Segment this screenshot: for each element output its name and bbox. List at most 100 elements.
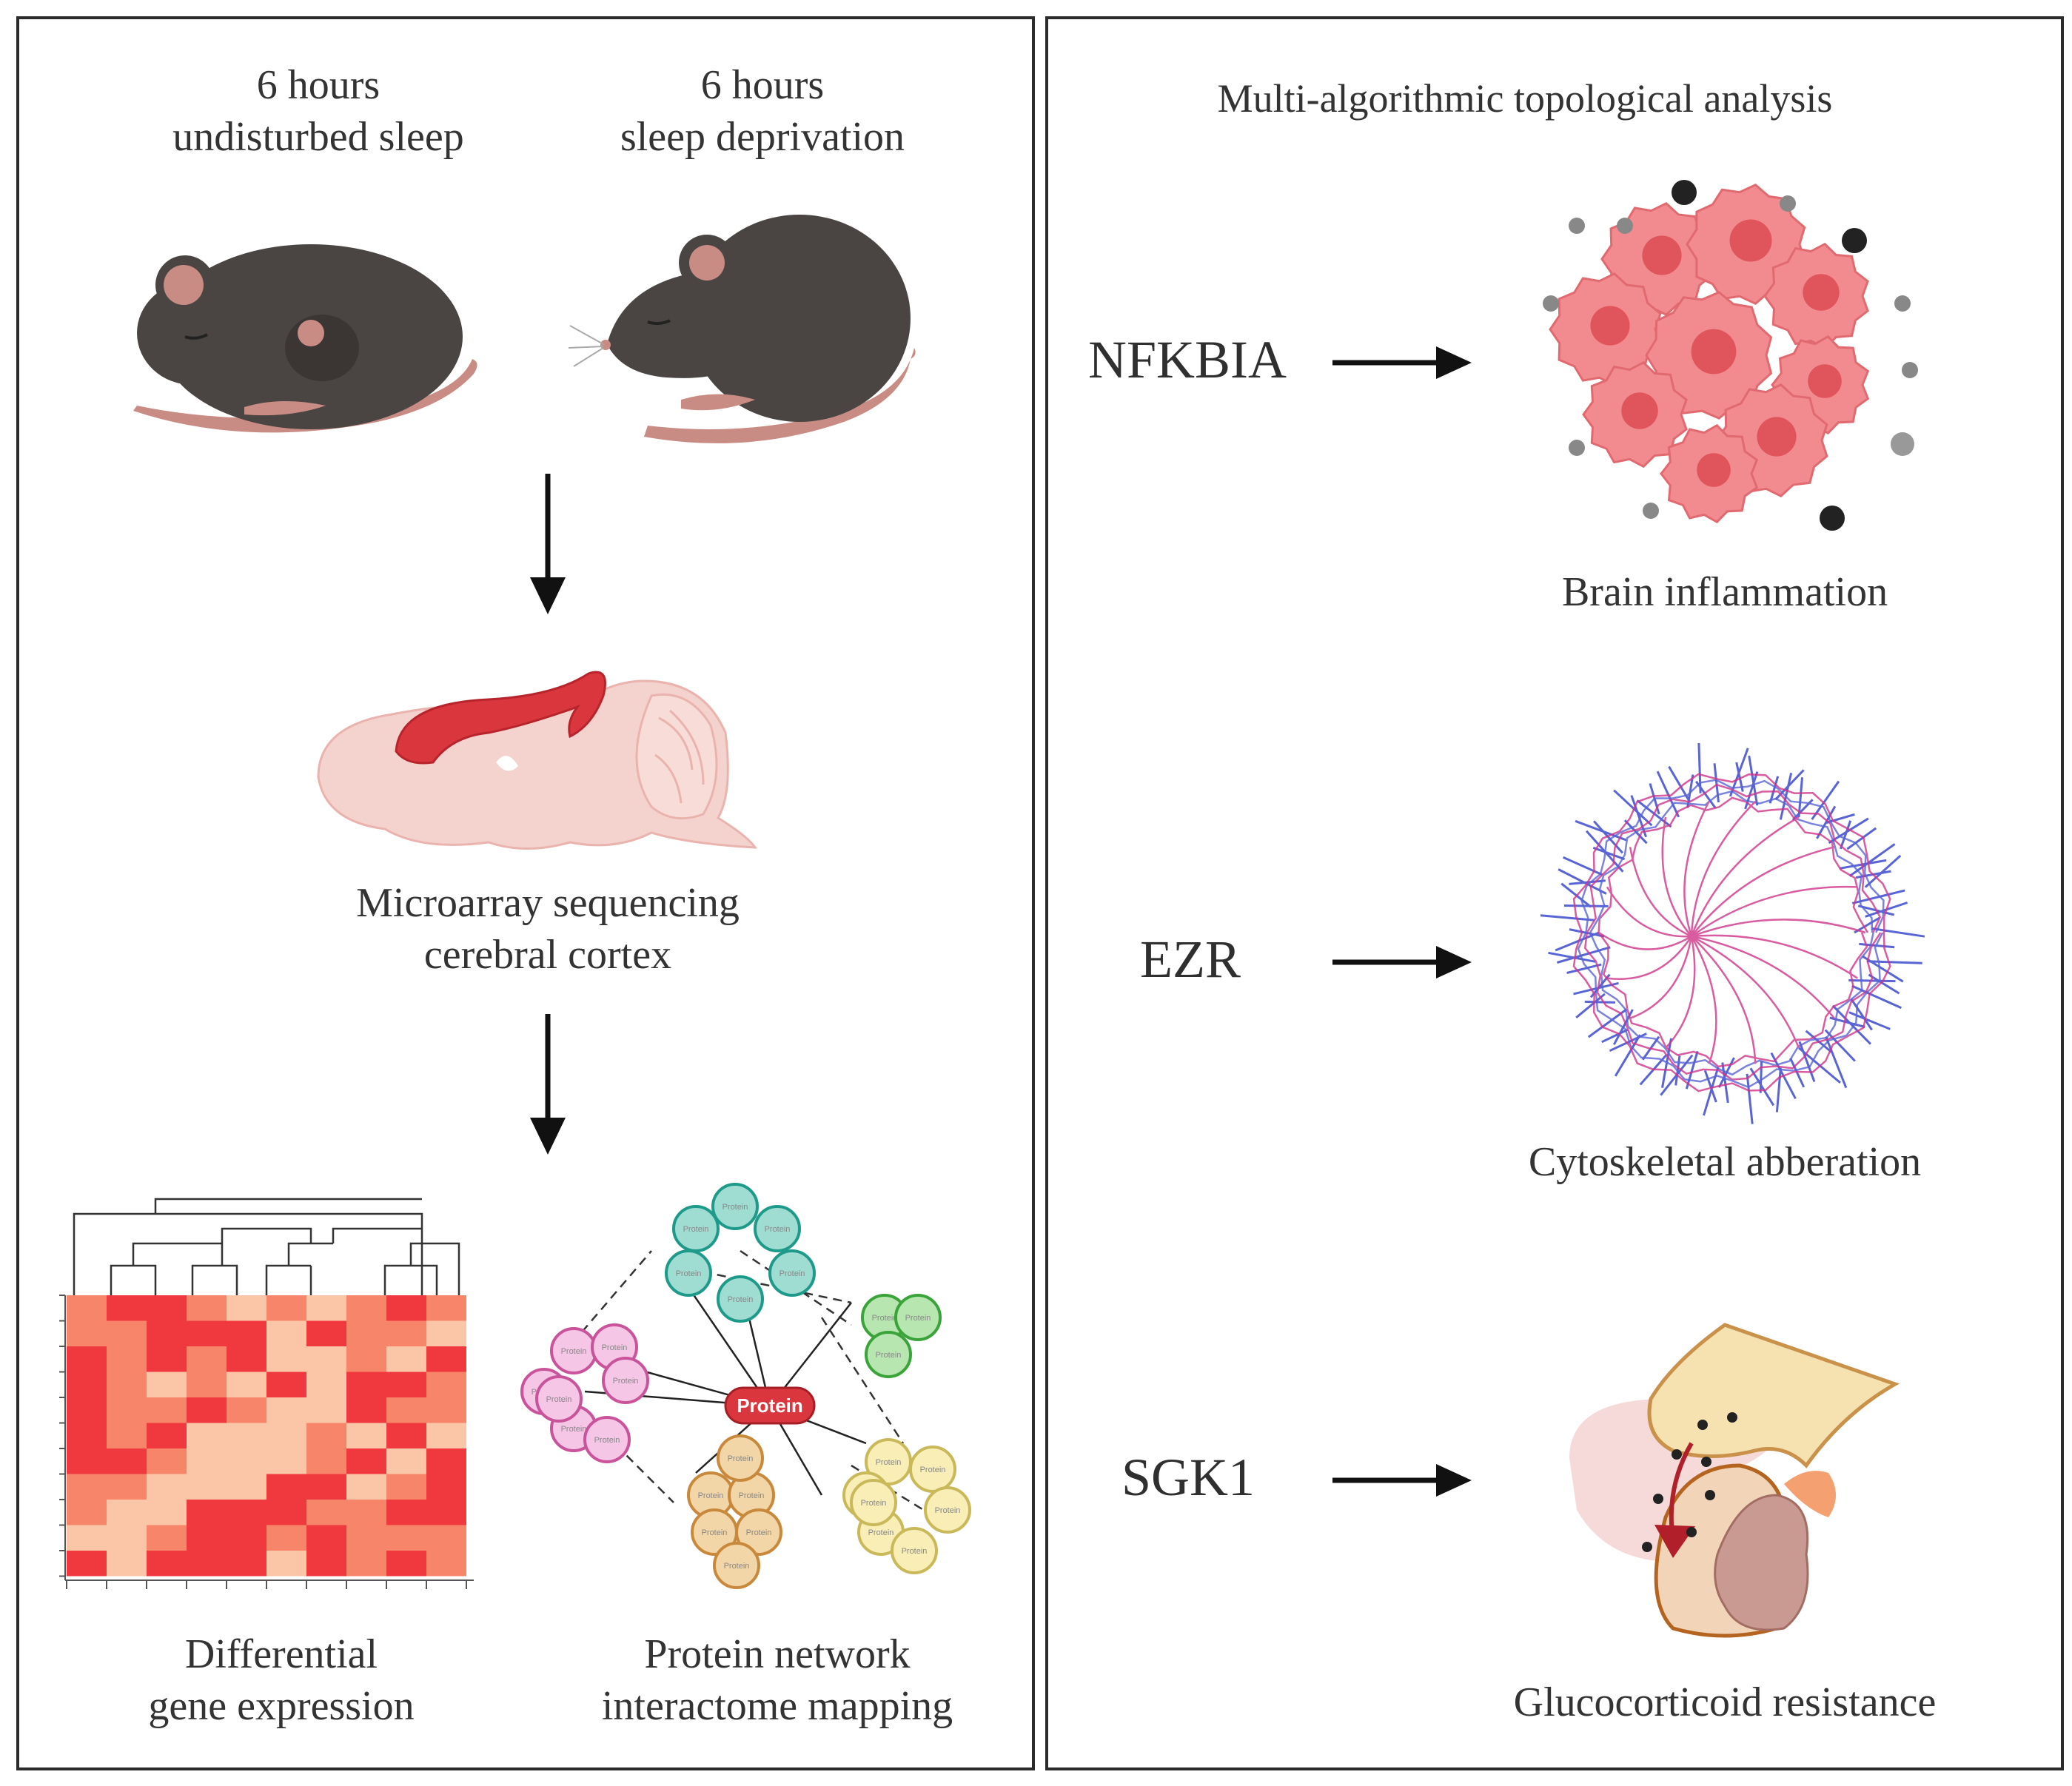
heatmap-cell bbox=[67, 1423, 107, 1448]
protein-node-label: Protein bbox=[602, 1343, 628, 1352]
heatmap-cell bbox=[227, 1423, 266, 1448]
adrenal-gland-icon bbox=[1569, 1323, 1900, 1638]
cell-nucleus bbox=[1642, 235, 1682, 275]
heatmap-cell bbox=[147, 1397, 187, 1423]
cell-nucleus bbox=[1729, 219, 1772, 262]
heatmap-cell bbox=[187, 1295, 227, 1321]
heatmap-cell bbox=[187, 1448, 227, 1474]
heatmap-cell bbox=[67, 1397, 107, 1423]
protein-node bbox=[535, 1375, 583, 1423]
down-arrow-icon bbox=[530, 1014, 566, 1155]
heatmap-cell bbox=[306, 1500, 346, 1525]
inflamed-cells-icon bbox=[1543, 180, 1918, 531]
heatmap-cell bbox=[346, 1474, 386, 1500]
heatmap-cell bbox=[306, 1551, 346, 1577]
heatmap-cell bbox=[266, 1295, 306, 1321]
protein-node-label: Protein bbox=[728, 1454, 754, 1463]
protein-node-label: Protein bbox=[546, 1395, 572, 1404]
heatmap-cell bbox=[346, 1525, 386, 1551]
heatmap-cell bbox=[426, 1295, 466, 1321]
heatmap-cell bbox=[147, 1372, 187, 1397]
heatmap-cell bbox=[107, 1346, 147, 1372]
heatmap-cell bbox=[346, 1448, 386, 1474]
heatmap-cell bbox=[386, 1448, 426, 1474]
heatmap-cell bbox=[306, 1295, 346, 1321]
heatmap-cell bbox=[266, 1551, 306, 1577]
heatmap-cell bbox=[107, 1295, 147, 1321]
protein-node-label: Protein bbox=[920, 1466, 946, 1474]
heatmap-cell bbox=[187, 1423, 227, 1448]
heatmap-cell bbox=[426, 1551, 466, 1577]
outcome-cytoskeletal: Cytoskeletal abberation bbox=[1528, 1139, 1922, 1185]
cytoskeleton-icon bbox=[1540, 742, 1925, 1124]
protein-node-label: Protein bbox=[561, 1347, 587, 1356]
heatmap-cell bbox=[306, 1525, 346, 1551]
heatmap-cell bbox=[426, 1397, 466, 1423]
heatmap-cell bbox=[266, 1397, 306, 1423]
protein-node-label: Protein bbox=[868, 1528, 894, 1537]
protein-node bbox=[924, 1486, 971, 1534]
gene-ezr: EZR bbox=[1140, 930, 1241, 989]
right-arrow-icon bbox=[1332, 1464, 1472, 1497]
heatmap-cell bbox=[67, 1551, 107, 1577]
protein-node bbox=[711, 1183, 759, 1230]
heatmap-cell bbox=[346, 1500, 386, 1525]
heatmap-cell bbox=[67, 1474, 107, 1500]
heatmap-cell bbox=[107, 1423, 147, 1448]
heatmap-cell bbox=[266, 1320, 306, 1346]
heatmap-cell bbox=[306, 1423, 346, 1448]
protein-node-label: Protein bbox=[746, 1528, 772, 1537]
heatmap-cell bbox=[346, 1423, 386, 1448]
heatmap-cell bbox=[147, 1474, 187, 1500]
protein-node-label: Protein bbox=[722, 1203, 748, 1212]
protein-node bbox=[717, 1275, 764, 1323]
heatmap-cell bbox=[306, 1372, 346, 1397]
heatmap-cell bbox=[266, 1346, 306, 1372]
protein-node bbox=[850, 1479, 897, 1526]
heatmap-cell bbox=[187, 1397, 227, 1423]
heatmap-cell bbox=[187, 1500, 227, 1525]
left-panel bbox=[16, 16, 1035, 1770]
heatmap-cell bbox=[386, 1423, 426, 1448]
heatmap-cell bbox=[426, 1500, 466, 1525]
protein-node-label: Protein bbox=[739, 1491, 765, 1500]
heatmap-cell bbox=[346, 1551, 386, 1577]
heatmap-cell bbox=[306, 1448, 346, 1474]
gene-sgk1: SGK1 bbox=[1122, 1448, 1255, 1507]
heatmap-cell bbox=[227, 1474, 266, 1500]
protein-node bbox=[602, 1357, 649, 1404]
heatmap-cell bbox=[306, 1320, 346, 1346]
heatmap-cell bbox=[306, 1346, 346, 1372]
cell-nucleus bbox=[1757, 417, 1797, 457]
protein-node-label: Protein bbox=[779, 1269, 805, 1278]
heatmap-cell bbox=[227, 1551, 266, 1577]
cell-nucleus bbox=[1803, 274, 1840, 311]
heatmap-cell bbox=[227, 1372, 266, 1397]
heatmap-cell bbox=[187, 1474, 227, 1500]
protein-node bbox=[891, 1527, 938, 1574]
protein-node-label: Protein bbox=[905, 1314, 931, 1323]
heatmap-cell bbox=[67, 1500, 107, 1525]
heatmap-cell bbox=[67, 1320, 107, 1346]
heatmap-cell bbox=[67, 1525, 107, 1551]
heatmap-cell bbox=[426, 1525, 466, 1551]
protein-node-label: Protein bbox=[561, 1425, 587, 1434]
analysis-title: Multi-algorithmic topological analysis bbox=[1217, 76, 1833, 121]
heatmap-cell bbox=[187, 1320, 227, 1346]
heatmap-cell bbox=[426, 1474, 466, 1500]
heatmap-cell bbox=[426, 1346, 466, 1372]
heatmap-cell bbox=[187, 1525, 227, 1551]
heatmap-cell bbox=[266, 1448, 306, 1474]
heatmap-cell bbox=[187, 1372, 227, 1397]
heatmap-cell bbox=[147, 1320, 187, 1346]
protein-hub bbox=[724, 1386, 816, 1425]
heatmap-cell bbox=[67, 1346, 107, 1372]
heatmap-cell bbox=[107, 1320, 147, 1346]
heatmap-cell bbox=[306, 1397, 346, 1423]
dendrogram-icon bbox=[73, 1198, 460, 1295]
protein-node-label: Protein bbox=[765, 1225, 791, 1234]
